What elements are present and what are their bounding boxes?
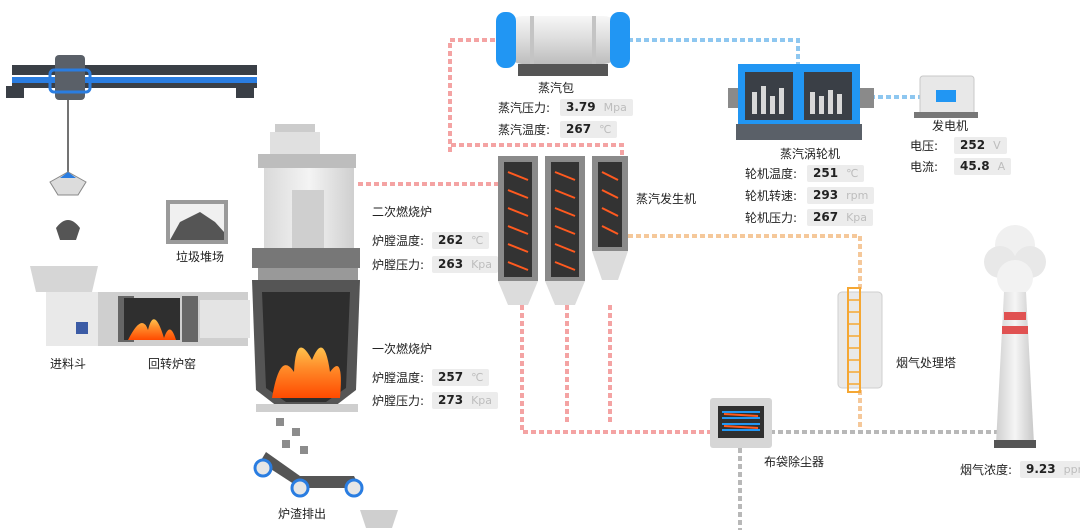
bag-filter — [710, 398, 772, 448]
steam-generator-label: 蒸汽发生机 — [636, 192, 697, 206]
steam-drum — [496, 12, 630, 76]
sec-temp-box: 262 ℃ — [432, 231, 490, 249]
gen-voltage-value: 252 — [960, 138, 986, 152]
turbine-temp-value: 251 — [813, 166, 839, 180]
pri-temp-box: 257 ℃ — [432, 368, 490, 386]
gen-voltage-label: 电压: — [910, 138, 939, 153]
slag-conveyor — [253, 452, 398, 528]
gen-current-box: 45.8 A — [954, 157, 1012, 175]
drum-temp-unit: ℃ — [599, 122, 612, 136]
drum-temp-label: 蒸汽温度: — [498, 122, 551, 137]
sec-pressure-label: 炉膛压力: — [372, 257, 425, 272]
rotary-kiln — [98, 292, 250, 346]
flue-gas-tower-label: 烟气处理塔 — [896, 356, 957, 370]
steam-pipes — [358, 38, 1008, 530]
drum-pressure-readout: 蒸汽压力: 3.79 Mpa — [498, 98, 633, 116]
generator-label: 发电机 — [932, 119, 969, 133]
pri-temp-value: 257 — [438, 370, 464, 384]
generator — [914, 75, 978, 118]
turbine-pressure-value: 267 — [813, 210, 839, 224]
chimney — [984, 225, 1046, 448]
gen-voltage-readout: 电压: 252 V — [910, 136, 1007, 154]
slag-discharge-label: 炉渣排出 — [278, 507, 327, 521]
garbage-pile — [166, 200, 228, 244]
sec-pressure-unit: Kpa — [471, 257, 492, 271]
turbine-speed-box: 293 rpm — [807, 186, 875, 204]
sec-pressure-readout: 炉膛压力: 263 Kpa — [372, 255, 498, 273]
steam-turbine — [728, 64, 874, 140]
pri-pressure-label: 炉膛压力: — [372, 393, 425, 408]
secondary-furnace-label: 二次燃烧炉 — [372, 205, 433, 219]
turbine-pressure-unit: Kpa — [846, 210, 867, 224]
drum-pressure-label: 蒸汽压力: — [498, 100, 551, 115]
sec-temp-value: 262 — [438, 233, 464, 247]
pri-pressure-value: 273 — [438, 393, 464, 407]
turbine-pressure-label: 轮机压力: — [745, 210, 798, 225]
garbage-pile-label: 垃圾堆场 — [176, 250, 225, 264]
feed-hopper-label: 进料斗 — [50, 357, 87, 371]
pri-pressure-readout: 炉膛压力: 273 Kpa — [372, 391, 498, 409]
steam-generator — [498, 156, 628, 305]
sec-temp-label: 炉膛温度: — [372, 233, 425, 248]
pri-temp-unit: ℃ — [471, 370, 484, 384]
rotary-kiln-label: 回转炉窑 — [148, 357, 197, 371]
drum-temp-readout: 蒸汽温度: 267 ℃ — [498, 120, 618, 138]
gen-voltage-unit: V — [993, 138, 1001, 152]
turbine-speed-value: 293 — [813, 188, 839, 202]
gen-current-readout: 电流: 45.8 A — [910, 157, 1012, 175]
flue-conc-unit: ppm — [1063, 462, 1080, 476]
flue-conc-value: 9.23 — [1026, 462, 1056, 476]
gen-voltage-box: 252 V — [954, 136, 1007, 154]
pri-temp-readout: 炉膛温度: 257 ℃ — [372, 368, 490, 386]
gen-current-value: 45.8 — [960, 159, 990, 173]
primary-furnace-label: 一次燃烧炉 — [372, 342, 433, 356]
turbine-temp-label: 轮机温度: — [745, 166, 798, 181]
pri-pressure-unit: Kpa — [471, 393, 492, 407]
steam-drum-label: 蒸汽包 — [538, 81, 575, 95]
incinerator — [252, 124, 360, 454]
turbine-speed-unit: rpm — [846, 188, 869, 202]
turbine-pressure-box: 267 Kpa — [807, 208, 873, 226]
pri-pressure-box: 273 Kpa — [432, 391, 498, 409]
sec-temp-unit: ℃ — [471, 233, 484, 247]
turbine-temp-readout: 轮机温度: 251 ℃ — [745, 164, 865, 182]
turbine-temp-unit: ℃ — [846, 166, 859, 180]
gen-current-label: 电流: — [910, 159, 939, 174]
flue-gas-tower — [837, 287, 883, 393]
pri-temp-label: 炉膛温度: — [372, 370, 425, 385]
gen-current-unit: A — [997, 159, 1006, 173]
drum-pressure-box: 3.79 Mpa — [560, 98, 633, 116]
sec-temp-readout: 炉膛温度: 262 ℃ — [372, 231, 490, 249]
turbine-speed-label: 轮机转速: — [745, 188, 798, 203]
flue-conc-readout: 烟气浓度: 9.23 ppm — [960, 460, 1080, 478]
drum-temp-value: 267 — [566, 122, 592, 136]
turbine-speed-readout: 轮机转速: 293 rpm — [745, 186, 875, 204]
flue-conc-label: 烟气浓度: — [960, 462, 1013, 477]
sec-pressure-value: 263 — [438, 257, 464, 271]
drum-pressure-unit: Mpa — [603, 100, 627, 114]
turbine-temp-box: 251 ℃ — [807, 164, 865, 182]
turbine-pressure-readout: 轮机压力: 267 Kpa — [745, 208, 873, 226]
feed-hopper — [30, 266, 98, 346]
bag-filter-label: 布袋除尘器 — [764, 455, 825, 469]
drum-pressure-value: 3.79 — [566, 100, 596, 114]
crane — [6, 55, 257, 240]
steam-turbine-label: 蒸汽涡轮机 — [780, 147, 841, 161]
flue-conc-box: 9.23 ppm — [1020, 460, 1080, 478]
sec-pressure-box: 263 Kpa — [432, 255, 498, 273]
drum-temp-box: 267 ℃ — [560, 120, 618, 138]
